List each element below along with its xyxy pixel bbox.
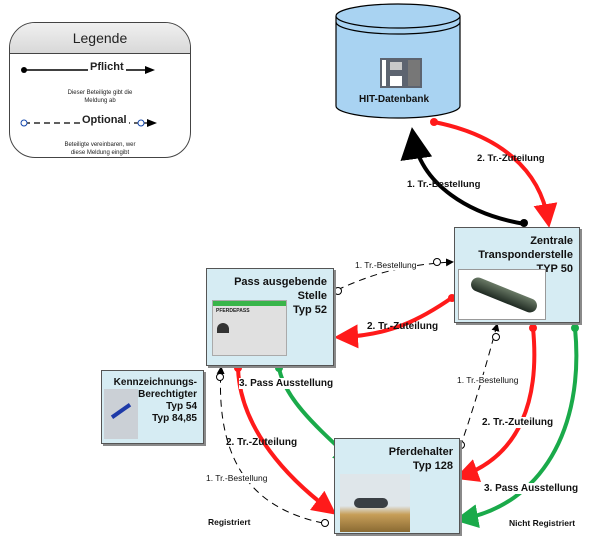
edge-start-dot [234,364,242,372]
passport-green-band [213,301,286,306]
edge-start-dot [275,364,283,372]
edge-bestellung-halter-to-ts [459,323,500,448]
edge-zuteilung-from-db [433,120,558,228]
edge-start-dot [571,324,579,332]
pferdehalter-title: Pferdehalter Typ 128 [389,445,453,473]
legend-title: Legende [10,23,190,54]
transponder-image [458,269,546,320]
annotation-not-registered: Nicht Registriert [509,518,576,528]
label-pass-ausstellung-ts-to-halter: 3. Pass Ausstellung [484,483,579,494]
hit-database [335,3,461,119]
horse-icon [354,498,388,508]
injector-kit-image [104,389,138,439]
kennzeichnung-title-line4: Typ 84,85 [152,413,197,424]
label-bestellung-halter-to-ts: 1. Tr.-Bestellung [457,375,519,385]
kennzeichnung-title-line2: Berechtigter [138,389,197,400]
legend-optional-note-line2: diese Meldung eingibt [70,150,130,156]
label-bestellung-halter-to-pass: 1. Tr.-Bestellung [206,473,268,483]
legend-optional-label: Optional [80,114,129,126]
db-icon-tile [390,62,402,70]
kennzeichnung-title: Kennzeichnungs- Berechtigter Typ 54 Typ … [114,377,197,425]
db-top [335,3,461,29]
label-zuteilung-ts-to-pass: 2. Tr.-Zuteilung [367,321,439,332]
optional-circle [433,258,441,266]
edge-zuteilung-ts-to-halter [454,327,537,482]
legend-mandatory-note-line1: Dieser Beteiligte gibt die [67,90,133,96]
edge-zuteilung-ts-to-pass [334,295,455,349]
edge-bestellung-to-db [400,127,526,226]
passport-image: PFERDEPASS [212,300,287,356]
label-pass-ausstellung-pass-to-halter: 3. Pass Ausstellung [239,378,334,389]
pferdehalter-title-line1: Pferdehalter [388,446,453,458]
node-pass-office[interactable]: Pass ausgebende Stelle Typ 52 PFERDEPASS [206,268,334,366]
legend-mandatory-arrowhead [145,66,155,74]
db-icon-card [382,60,386,86]
legend-mandatory-label: Pflicht [88,61,126,73]
legend: Legende Pflicht Dieser Beteiligte gibt d… [9,22,191,158]
label-bestellung-pass-to-ts: 1. Tr.-Bestellung [355,260,417,270]
legend-mandatory-note: Dieser Beteiligte gibt die Meldung ab [40,89,160,105]
db-icon-strip [408,60,420,86]
edge-pass-ausstellung-ts-to-halter [454,327,579,528]
passport-label: PFERDEPASS [216,308,250,314]
transponder-chip-icon [468,275,540,315]
passport-logo-icon [217,323,229,333]
label-zuteilung-ts-to-halter: 2. Tr.-Zuteilung [482,417,554,428]
injector-icon [110,403,132,419]
pass-office-title: Pass ausgebende Stelle Typ 52 [207,275,327,317]
transponder-title-line1: Zentrale Transponderstelle [478,235,573,261]
edge-start-dot [529,324,537,332]
node-kennzeichnung[interactable]: Kennzeichnungs- Berechtigter Typ 54 Typ … [101,370,204,444]
legend-optional-circle [20,119,28,127]
kennzeichnung-title-line3: Typ 54 [166,401,197,412]
label-bestellung-to-db: 1. Tr.-Bestellung [407,179,481,190]
annotation-registered: Registriert [208,517,251,527]
label-zuteilung-pass-to-halter: 2. Tr.-Zuteilung [226,437,298,448]
legend-mandatory-note-line2: Meldung ab [84,98,116,104]
legend-optional-circle [137,119,145,127]
kennzeichnung-title-line1: Kennzeichnungs- [113,377,197,388]
horse-image [340,474,410,532]
database-label: HIT-Datenbank [359,94,430,105]
legend-optional-note: Beteiligte vereinbaren, wer diese Meldun… [40,141,160,157]
pass-office-title-line2: Typ 52 [292,304,327,316]
legend-optional-arrowhead [147,119,157,127]
optional-circle [321,519,329,527]
edge-start-dot [520,219,528,227]
optional-circle [334,287,342,295]
edge-bestellung-pass-to-ts [336,258,454,291]
pferdehalter-title-line2: Typ 128 [412,460,453,472]
optional-circle [216,373,224,381]
transponder-title: Zentrale Transponderstelle TYP 50 [455,234,573,276]
node-pferdehalter[interactable]: Pferdehalter Typ 128 [334,438,460,534]
legend-mandatory-dot [21,67,27,73]
legend-optional-note-line1: Beteiligte vereinbaren, wer [64,142,136,148]
optional-circle [492,333,500,341]
node-transponder[interactable]: Zentrale Transponderstelle TYP 50 [454,227,580,323]
db-icon-tile [390,76,402,86]
edge-start-dot [430,118,438,126]
label-zuteilung-from-db: 2. Tr.-Zuteilung [477,153,545,164]
db-ring [335,21,461,35]
pass-office-title-line1: Pass ausgebende Stelle [234,276,327,302]
edge-zuteilung-pass-to-halter [236,367,337,515]
